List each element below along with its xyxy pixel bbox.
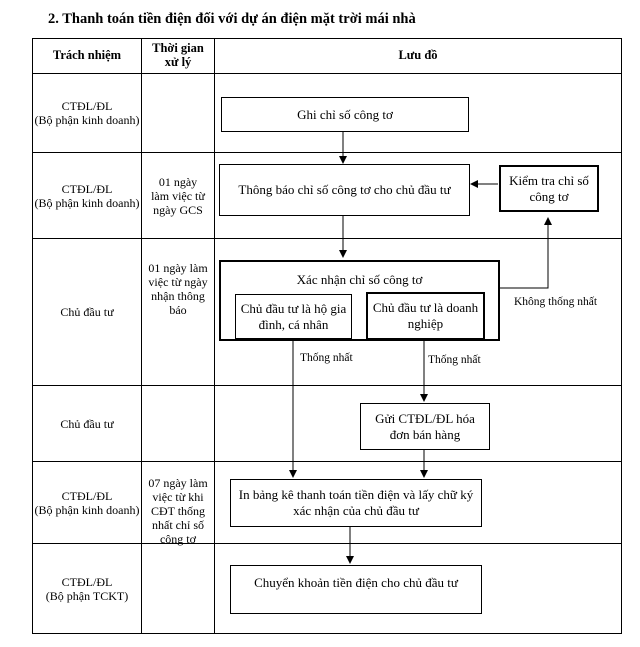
- header-responsibility: Trách nhiệm: [52, 48, 122, 62]
- row-3-time: 01 ngày làm việc từ ngày nhận thông báo: [148, 261, 208, 317]
- enterprise-owner-box: Chủ đầu tư là doanh nghiệp: [366, 292, 485, 340]
- row-2-time: 01 ngày làm việc từ ngày GCS: [151, 174, 205, 217]
- row-6-responsibility: CTĐL/ĐL (Bộ phận TCKT): [45, 574, 129, 603]
- row-5-time: 07 ngày làm việc từ khi CĐT thống nhất c…: [148, 476, 208, 546]
- confirm-meter-label: Xác nhận chỉ số công tơ: [296, 272, 423, 287]
- disagree-label: Không thống nhất: [514, 296, 598, 308]
- record-meter-box: Ghi chỉ số công tơ: [221, 97, 469, 132]
- row-2-responsibility: CTĐL/ĐL (Bộ phận kinh doanh): [34, 181, 140, 210]
- check-meter-box: Kiểm tra chỉ số công tơ: [499, 165, 599, 212]
- agree-label-enterprise: Thống nhất: [428, 354, 481, 366]
- notify-owner-box: Thông báo chỉ số công tơ cho chủ đầu tư: [219, 164, 470, 216]
- print-statement-box: In bảng kê thanh toán tiền điện và lấy c…: [230, 479, 482, 527]
- row-5-responsibility: CTĐL/ĐL (Bộ phận kinh doanh): [34, 488, 140, 517]
- row-4-responsibility: Chủ đầu tư: [60, 416, 114, 431]
- header-time: Thời gian xử lý: [152, 41, 204, 69]
- agree-label-household: Thống nhất: [300, 352, 353, 364]
- transfer-payment-box: Chuyển khoản tiền điện cho chủ đầu tư: [230, 565, 482, 614]
- section-heading: 2. Thanh toán tiền điện đối với dự án đi…: [48, 11, 416, 27]
- row-3-responsibility: Chủ đầu tư: [60, 305, 114, 319]
- household-owner-box: Chủ đầu tư là hộ gia đình, cá nhân: [235, 294, 352, 339]
- header-flowchart: Lưu đồ: [398, 48, 438, 62]
- send-invoice-box: Gửi CTĐL/ĐL hóa đơn bán hàng: [360, 403, 490, 450]
- row-1-responsibility: CTĐL/ĐL (Bộ phận kinh doanh): [34, 99, 140, 127]
